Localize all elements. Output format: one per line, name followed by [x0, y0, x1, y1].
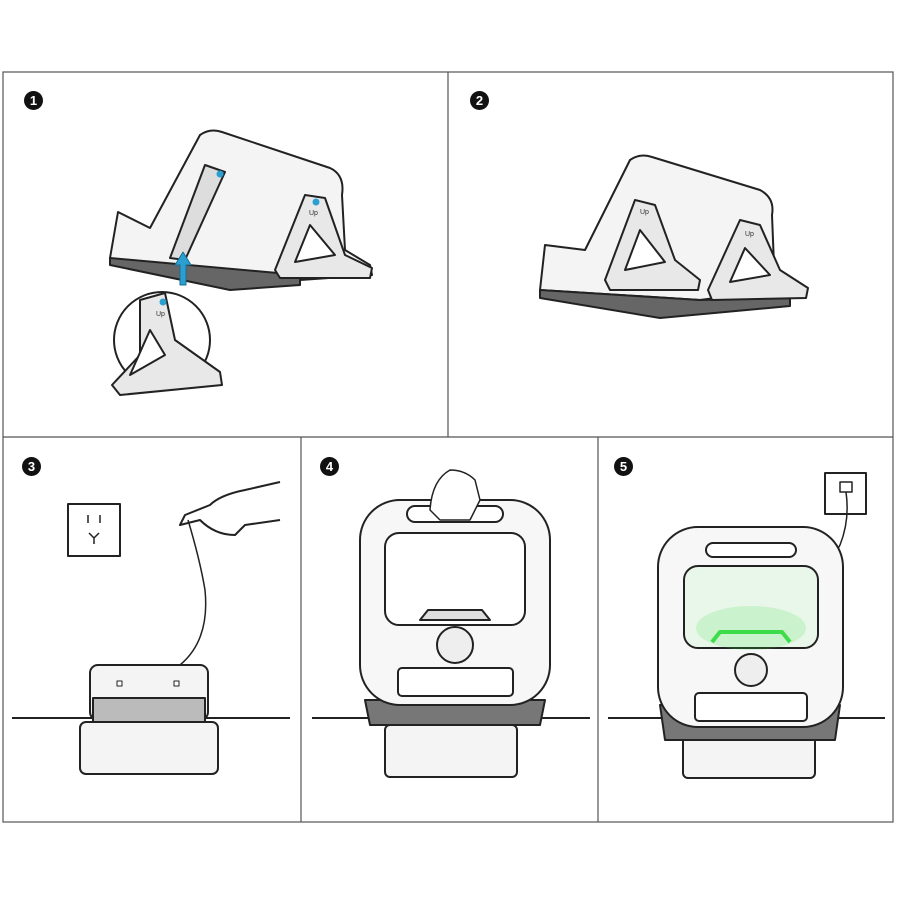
step3-illustration	[12, 481, 290, 775]
svg-text:Up: Up	[156, 311, 165, 318]
step-number-1: 1	[24, 91, 43, 110]
svg-text:Up: Up	[745, 231, 754, 238]
step2-illustration: Up Up	[539, 154, 809, 319]
svg-text:Up: Up	[640, 209, 649, 216]
svg-text:Up: Up	[309, 210, 318, 217]
up-label-foot: Up	[0, 0, 1, 1]
panel-grid	[2, 71, 894, 823]
step-number-5: 5	[614, 457, 633, 476]
step-number-4: 4	[320, 457, 339, 476]
step4-illustration	[312, 469, 590, 778]
step-number-3: 3	[22, 457, 41, 476]
step1-illustration: Up Up	[109, 129, 373, 396]
step5-illustration	[608, 472, 885, 779]
step-number-2: 2	[470, 91, 489, 110]
